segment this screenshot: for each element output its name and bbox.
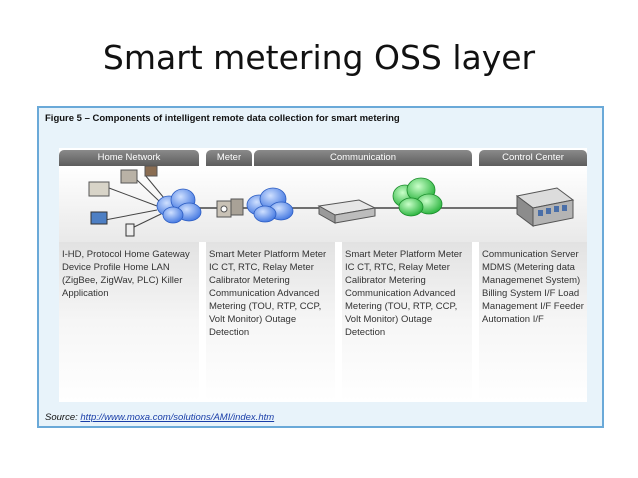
source-link[interactable]: http://www.moxa.com/solutions/AMI/index.… (80, 412, 275, 423)
slide-title: Smart metering OSS layer (102, 38, 536, 77)
column-communication: Smart Meter Platform Meter IC CT, RTC, R… (342, 242, 472, 402)
meter-icon (216, 198, 244, 218)
column-home-network: I-HD, Protocol Home Gateway Device Profi… (59, 242, 199, 402)
figure-caption: Figure 5 – Components of intelligent rem… (45, 113, 400, 124)
data-concentrator-icon (317, 199, 377, 224)
cloud-icon (156, 188, 202, 224)
column-meter: Smart Meter Platform Meter IC CT, RTC, R… (206, 242, 335, 402)
column-control-center: Communication Server MDMS (Metering data… (479, 242, 587, 402)
illustration-band (59, 166, 587, 242)
header-communication: Communication (254, 150, 472, 166)
cloud-icon (246, 187, 294, 223)
header-control-center: Control Center (479, 150, 587, 166)
cloud-icon (392, 177, 443, 217)
figure: Figure 5 – Components of intelligent rem… (37, 106, 604, 428)
home-devices-icon (88, 165, 158, 237)
source-label: Source: (45, 412, 81, 423)
figure-source: Source: http://www.moxa.com/solutions/AM… (45, 412, 274, 423)
control-center-icon (515, 187, 575, 227)
header-home-network: Home Network (59, 150, 199, 166)
network-illustration (88, 165, 575, 237)
home-links (104, 174, 165, 229)
header-meter: Meter (206, 150, 252, 166)
